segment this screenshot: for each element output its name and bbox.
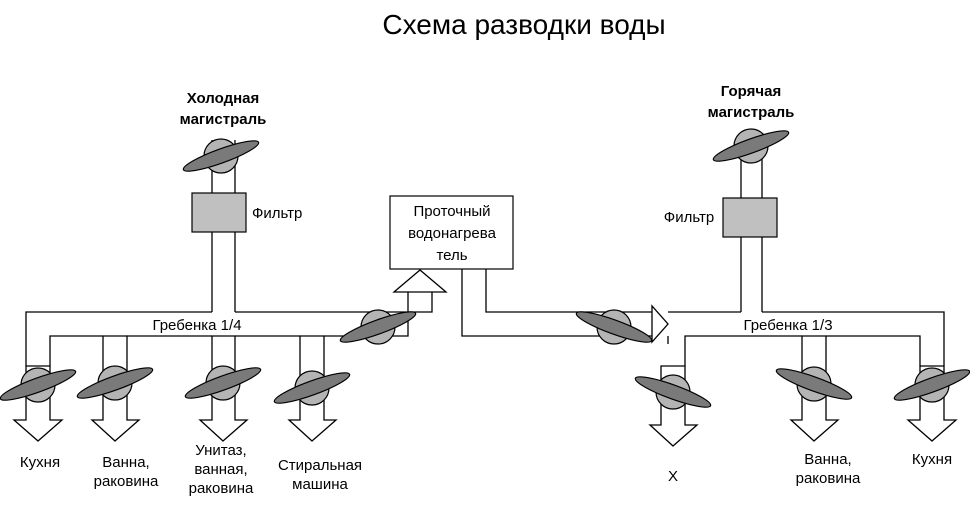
valve-cold-main[interactable] [181, 136, 261, 177]
valve-x-hot[interactable] [633, 372, 713, 413]
water-heater [389, 195, 514, 270]
hot-main-label-1: Горячая [721, 83, 781, 100]
valve-cold-to-heater[interactable] [338, 307, 418, 348]
cold-main-label-2: магистраль [180, 111, 267, 128]
outlet-label-left-2-line-2: раковина [189, 480, 254, 497]
outlet-label-left-2-line-0: Унитаз, [195, 442, 246, 459]
heater-label-2: водонагрева [408, 225, 496, 242]
outlet-label-left-2-line-1: ванная, [194, 461, 247, 478]
cold-main-label-1: Холодная [187, 90, 260, 107]
outlet-label-right-1-line-1: раковина [796, 470, 861, 487]
outlet-label-right-0-line-0: X [668, 468, 678, 485]
manifold-left-label: Гребенка 1/4 [152, 317, 241, 334]
outlet-label-left-3-line-0: Стиральная [278, 457, 362, 474]
cold-filter [191, 192, 247, 233]
hot-filter [722, 197, 778, 238]
outlet-label-right-1-line-0: Ванна, [804, 451, 851, 468]
valve-bath-hot[interactable] [774, 364, 854, 405]
valve-hot-main[interactable] [711, 126, 791, 167]
to-hot-manifold-arrow [651, 304, 669, 344]
valve-bath-cold[interactable] [75, 363, 155, 404]
valve-kitchen-hot[interactable] [892, 365, 970, 406]
cold-manifold [25, 292, 433, 366]
manifold-right-label: Гребенка 1/3 [743, 317, 832, 334]
hot-manifold [667, 311, 945, 366]
valve-heater-to-hot[interactable] [574, 307, 654, 348]
hot-main-label-2: магистраль [708, 104, 795, 121]
outlet-label-right-2-line-0: Кухня [912, 451, 952, 468]
outlet-labels-right: X Ванна, раковина Кухня [668, 451, 952, 487]
outlet-label-left-3-line-1: машина [292, 476, 348, 493]
valve-toilet-cold[interactable] [183, 363, 263, 404]
heater-outlet-pipe [461, 269, 652, 337]
outlet-label-left-1-line-1: раковина [94, 473, 159, 490]
outlet-label-left-0-line-0: Кухня [20, 454, 60, 471]
outlet-label-left-1-line-0: Ванна, [102, 454, 149, 471]
valve-kitchen-cold[interactable] [0, 365, 78, 406]
to-heater-arrow [392, 269, 448, 293]
cold-outlet-arrows [12, 335, 338, 442]
heater-label-1: Проточный [413, 203, 490, 220]
valve-washer-cold[interactable] [272, 368, 352, 409]
cold-filter-label: Фильтр [252, 205, 302, 222]
hot-filter-label: Фильтр [664, 209, 714, 226]
diagram-title: Схема разводки воды [382, 9, 665, 40]
heater-label-3: тель [436, 247, 467, 264]
outlet-labels-left: Кухня Ванна, раковина Унитаз, ванная, раковин… [20, 442, 362, 497]
